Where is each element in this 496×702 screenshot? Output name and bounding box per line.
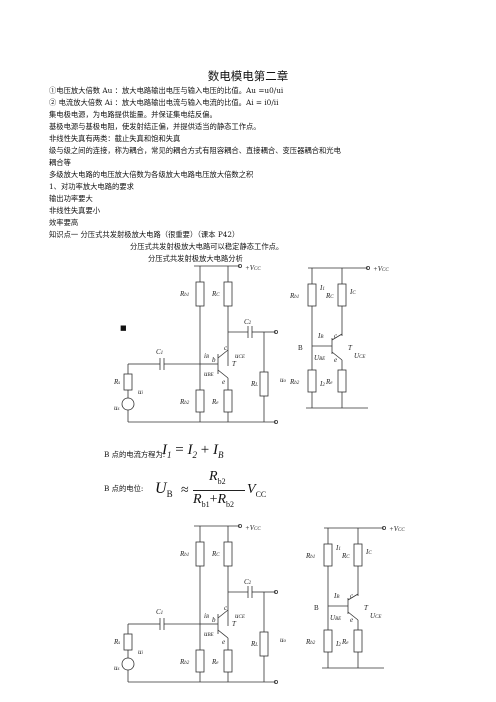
- label-uo: uo: [280, 376, 287, 384]
- label-uo: uo: [280, 636, 287, 644]
- label-c: c: [224, 604, 228, 612]
- label-rb2: Rb2: [179, 658, 190, 666]
- label-us: us: [114, 404, 120, 412]
- label-I2: I2: [319, 380, 325, 388]
- label-c: c: [350, 592, 354, 600]
- label-I1: I1: [335, 544, 341, 552]
- label-c1: C1: [156, 608, 163, 616]
- label-vcc: +VCC: [245, 524, 261, 532]
- label-rb2: Rb2: [289, 378, 300, 386]
- label-vcc: +VCC: [245, 264, 261, 272]
- circuit-dc-1: +VCC Rb1 I1 RC IC IB B c e T UCE UBE Rb2…: [289, 265, 389, 409]
- label-UCE: UCE: [370, 612, 381, 620]
- text-line: 级与级之间的连接，称为耦合，常见的耦合方式有阻容耦合、直接耦合、变压器耦合和光电: [49, 146, 341, 155]
- label-I2: I2: [335, 640, 341, 648]
- label-re: Re: [325, 378, 333, 386]
- label-t: T: [364, 604, 369, 612]
- text-line: 效率要高: [49, 218, 79, 227]
- equation-2-label: B 点的电位:: [104, 484, 144, 493]
- label-c: c: [224, 344, 228, 352]
- label-vcc: +VCC: [389, 525, 405, 533]
- equation-2: UB ≈ Rb2 Rb1+Rb2 VCC: [155, 469, 267, 509]
- text-line: 非线性失真有两类：截止失真和饱和失真: [49, 134, 181, 143]
- circuit-diagram-2: +VCC Rb1 RC C2 C1 iB b c e T uCE uBE Rb2…: [113, 523, 287, 684]
- label-rb1: Rb1: [179, 290, 189, 298]
- label-rc: RC: [211, 550, 220, 558]
- bullet-marker: ■: [120, 324, 127, 332]
- label-b: b: [212, 356, 216, 364]
- label-e: e: [334, 356, 337, 364]
- label-ib: iB: [204, 612, 209, 620]
- label-t: T: [232, 620, 237, 628]
- equation-1-label: B 点的电流方程为:: [104, 450, 166, 459]
- text-line: 分压式共发射极放大电路可以稳定静态工作点。: [130, 242, 284, 251]
- label-re: Re: [211, 658, 219, 666]
- label-t: T: [232, 360, 237, 368]
- label-rb1: Rb1: [305, 552, 315, 560]
- label-rb1: Rb1: [289, 292, 299, 300]
- text-line: 基极电源与基极电阻，使发射结正偏，并提供适当的静态工作点。: [49, 122, 261, 131]
- label-e: e: [350, 616, 353, 624]
- label-re: Re: [211, 398, 219, 406]
- label-B: B: [298, 344, 303, 352]
- label-B: B: [314, 604, 319, 612]
- label-t: T: [348, 344, 353, 352]
- label-rs: Rs: [113, 378, 120, 386]
- page-title: 数电模电第二章: [207, 69, 289, 83]
- label-uce: uCE: [235, 352, 245, 360]
- label-IC: IC: [349, 288, 356, 296]
- text-line: 输出功率要大: [49, 194, 93, 203]
- label-ui: ui: [138, 648, 144, 656]
- circuit-dc-2: +VCC Rb1 I1 RC IC IB B c e T UCE UBE Rb2…: [305, 525, 405, 669]
- label-ube: uBE: [204, 630, 214, 638]
- text-line: 非线性失真要小: [49, 206, 101, 215]
- label-UCE: UCE: [354, 352, 365, 360]
- label-rb1: Rb1: [179, 550, 189, 558]
- label-c1: C1: [156, 348, 163, 356]
- text-line: ①电压放大倍数 Au ：放大电路输出电压与输入电压的比值。Au =u0/ui: [49, 86, 284, 95]
- label-ui: ui: [138, 388, 144, 396]
- label-rl: RL: [250, 380, 258, 388]
- label-IB: IB: [317, 332, 323, 340]
- label-I1: I1: [319, 284, 325, 292]
- label-ib: iB: [204, 352, 209, 360]
- text-line: 集电极电源，为电路提供能量。并保证集电结反偏。: [49, 110, 217, 119]
- label-rb2: Rb2: [179, 398, 190, 406]
- label-rc: RC: [211, 290, 220, 298]
- text-line: 1、对功率放大电路的要求: [49, 182, 134, 191]
- text-line: ② 电流放大倍数 Ai ：放大电路输出电流与输入电流的比值。Ai = i0/ii: [49, 98, 279, 107]
- label-e: e: [222, 378, 225, 386]
- label-c2: C2: [244, 318, 252, 326]
- equation-1: I1 = I2 + IB: [162, 442, 224, 460]
- label-c2: C2: [244, 578, 252, 586]
- label-b: b: [212, 616, 216, 624]
- label-UBE: UBE: [314, 354, 325, 362]
- label-rb2: Rb2: [305, 638, 316, 646]
- label-rc: RC: [341, 552, 350, 560]
- label-vcc: +VCC: [373, 265, 389, 273]
- label-re: Re: [341, 638, 349, 646]
- label-IB: IB: [333, 592, 339, 600]
- label-c: c: [334, 332, 338, 340]
- text-line: 知识点一 分压式共发射极放大电路（很重要）（课本 P42）: [49, 230, 240, 239]
- label-IC: IC: [365, 548, 372, 556]
- label-rl: RL: [250, 640, 258, 648]
- label-e: e: [222, 638, 225, 646]
- circuit-diagram-1: +VCC Rb1 RC C2 C1 iB b c e T uCE uBE Rb2…: [113, 263, 287, 424]
- label-us: us: [114, 664, 120, 672]
- text-line: 多级放大电路的电压放大倍数为各级放大电路电压放大倍数之积: [49, 170, 254, 179]
- text-line: 分压式共发射极放大电路分析: [148, 254, 243, 263]
- label-rs: Rs: [113, 638, 120, 646]
- label-uce: uCE: [235, 612, 245, 620]
- label-ube: uBE: [204, 370, 214, 378]
- label-UBE: UBE: [330, 614, 341, 622]
- label-rc: RC: [325, 292, 334, 300]
- text-line: 耦合等: [49, 158, 71, 167]
